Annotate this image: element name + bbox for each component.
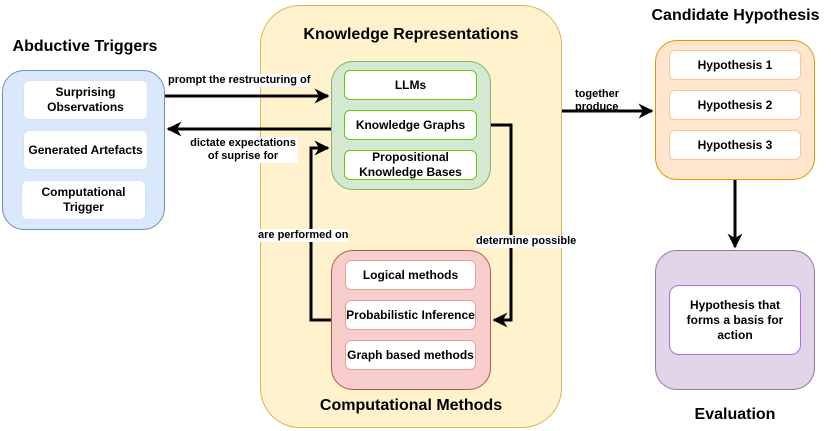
edge-label-prompt: prompt the restructuring of (168, 74, 311, 87)
cm-graph-based-methods[interactable]: Graph based methods (345, 340, 476, 370)
edge-label-performed: are performed on (258, 229, 349, 242)
cm-probabilistic-inference[interactable]: Probabilistic Inference (345, 300, 476, 330)
candidate-hypothesis-title: Candidate Hypothesis (651, 7, 820, 24)
edge-label-produce: together produce (575, 88, 619, 113)
trigger-generated-artefacts[interactable]: Generated Artefacts (23, 130, 148, 170)
edge-kr-to-cm (491, 123, 513, 328)
kr-propositional-knowledge-bases[interactable]: Propositional Knowledge Bases (344, 150, 477, 180)
knowledge-representations-title: Knowledge Representations (303, 26, 519, 43)
kr-knowledge-graphs[interactable]: Knowledge Graphs (344, 110, 477, 140)
kr-llms[interactable]: LLMs (344, 70, 477, 100)
edge-label-dictate: dictate expectations of suprise for (188, 137, 298, 163)
hypothesis-2[interactable]: Hypothesis 2 (669, 90, 801, 120)
trigger-computational-trigger[interactable]: Computational Trigger (21, 180, 146, 220)
computational-methods-title: Computational Methods (319, 397, 503, 414)
evaluation-title: Evaluation (694, 406, 776, 423)
hypothesis-1[interactable]: Hypothesis 1 (669, 50, 801, 80)
edge-label-determine: determine possible (476, 235, 577, 248)
hypothesis-3[interactable]: Hypothesis 3 (669, 130, 801, 160)
evaluation-hypothesis-basis-for-action[interactable]: Hypothesis that forms a basis for action (669, 285, 801, 355)
abductive-triggers-title: Abductive Triggers (12, 38, 158, 55)
cm-logical-methods[interactable]: Logical methods (345, 260, 476, 290)
trigger-surprising-observations[interactable]: Surprising Observations (23, 80, 148, 120)
